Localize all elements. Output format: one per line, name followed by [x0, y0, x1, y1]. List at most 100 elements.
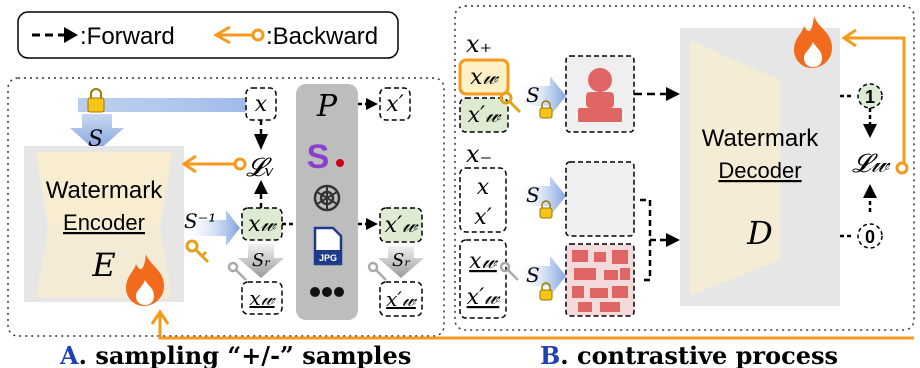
legend-box	[17, 11, 399, 59]
decoder-block: Watermark Decoder D	[680, 28, 840, 306]
x-xprime-negative-box	[459, 167, 507, 233]
x-to-lv-head	[254, 134, 268, 150]
sr-down-arrow-left	[238, 244, 284, 278]
sr-label-right: Sᵣ	[392, 250, 411, 271]
xw-sampled-box	[241, 281, 283, 315]
xprime-label-a: x′	[386, 92, 403, 117]
key-icon-sr-left	[227, 261, 247, 281]
decoder-subtitle: Decoder	[718, 158, 801, 183]
xw-box	[241, 207, 283, 241]
encoder-title: Watermark	[46, 177, 163, 204]
zero-to-lw-head	[863, 184, 877, 198]
backward-legend-arrowhead	[212, 25, 231, 45]
lw-backward-circle	[895, 161, 909, 175]
encoder-symbol: E	[91, 246, 115, 284]
stamp-person-icon	[578, 68, 622, 122]
p-to-xwprime-head	[366, 218, 378, 230]
negative-bracket	[640, 198, 652, 282]
panel-b-frame	[454, 5, 915, 331]
global-backward-head	[150, 309, 170, 325]
xw-to-lv-head	[254, 180, 268, 194]
s-inverse-label: S⁻¹	[184, 209, 216, 233]
lock-icon-negative-1	[539, 200, 553, 219]
xwprime-sampled-label: x′𝓌	[386, 287, 418, 311]
x-minus-label: x₋	[466, 140, 492, 168]
openai-icon	[313, 184, 341, 212]
decoder-title: Watermark	[702, 125, 819, 152]
lv-label: 𝓛ᵥ	[246, 153, 275, 183]
scrambled-pattern	[572, 250, 630, 312]
xwprime-positive-label: x′𝓌	[468, 103, 502, 128]
jpg-file-icon: JPG	[313, 226, 343, 266]
lock-icon-negative-2	[539, 282, 553, 301]
decoder-symbol: D	[746, 214, 773, 252]
xw-xwprime-negative-box	[459, 239, 507, 319]
xwprime-sampled-box	[379, 281, 423, 317]
s-label-negative-1: S	[526, 183, 540, 207]
lw-backward-to-decoder-line	[846, 36, 906, 168]
negative-to-decoder-head	[666, 233, 680, 247]
xprime-negative-label: x′	[474, 205, 491, 230]
xprime-box-a	[379, 87, 411, 121]
sr-label-left: Sᵣ	[252, 250, 271, 271]
forward-legend-arrowhead	[64, 27, 78, 43]
s-arrow-negative-2	[514, 256, 566, 296]
negative-blank-thumb	[565, 161, 635, 237]
key-icon-encoder	[185, 239, 210, 264]
encoder-upper-shape	[36, 152, 172, 226]
p-to-xprime-head	[366, 98, 378, 110]
xw-sampled-label: x𝓌	[249, 286, 276, 310]
fire-icon-encoder	[126, 254, 164, 306]
xwprime-box-a	[379, 207, 423, 243]
lv-backward-arrowhead	[181, 154, 197, 174]
key-icon-sr-right	[367, 261, 387, 281]
lv-backward-circle	[233, 157, 247, 171]
s-down-arrow	[70, 114, 124, 152]
zero-circle	[857, 223, 883, 249]
one-label: 1	[865, 87, 875, 107]
xw-positive-box	[458, 58, 510, 96]
x-plus-label: x₊	[466, 30, 492, 58]
s-inverse-arrow	[180, 210, 240, 246]
global-backward-line	[158, 314, 914, 340]
more-dots-icon	[310, 287, 344, 297]
backward-legend-circle	[251, 28, 265, 42]
decoder-shape-left	[690, 40, 780, 296]
lock-icon-encoder	[87, 88, 105, 113]
encoder-subtitle: Encoder	[63, 210, 145, 235]
lw-label: 𝓛𝓌	[852, 149, 891, 179]
key-icon-positive	[499, 91, 522, 114]
forward-legend-text: :Forward	[80, 23, 175, 50]
one-circle	[857, 83, 883, 109]
jpg-label: JPG	[319, 253, 337, 263]
lw-backward-to-decoder-head	[841, 28, 857, 48]
xw-negative-label: x𝓌	[469, 249, 498, 274]
p-label: P	[316, 89, 338, 124]
s-arrow-positive	[514, 76, 566, 116]
stable-diffusion-icon: S	[307, 138, 344, 176]
zero-label: 0	[865, 227, 875, 247]
x-negative-label: x	[477, 175, 490, 200]
fire-icon-decoder	[794, 16, 832, 68]
xw-positive-label: x𝓌	[470, 65, 499, 90]
x-label: x	[255, 92, 268, 117]
xw-label: x𝓌	[248, 212, 277, 237]
s-label-encoder: S	[88, 127, 103, 152]
backward-legend-text: :Backward	[266, 23, 378, 50]
legend: :Forward :Backward	[17, 11, 399, 59]
s-label-negative-2: S	[526, 263, 540, 287]
xwprime-negative-label: x′𝓌	[467, 285, 501, 310]
caption-b: B. contrastive process	[540, 341, 838, 368]
sd-letter: S	[307, 138, 330, 176]
xwprime-positive-box	[459, 97, 509, 133]
xwprime-label-a: x′𝓌	[385, 213, 419, 238]
s-arrow-negative-1	[514, 176, 566, 216]
positive-to-decoder-head	[666, 87, 680, 101]
s-label-positive: S	[526, 83, 540, 107]
one-to-lw-head	[863, 124, 877, 138]
sr-down-arrow-right	[378, 246, 424, 278]
lock-icon-positive	[539, 100, 553, 119]
caption-a: A. sampling “+/-” samples	[59, 341, 411, 368]
key-bar-fill	[78, 98, 246, 112]
